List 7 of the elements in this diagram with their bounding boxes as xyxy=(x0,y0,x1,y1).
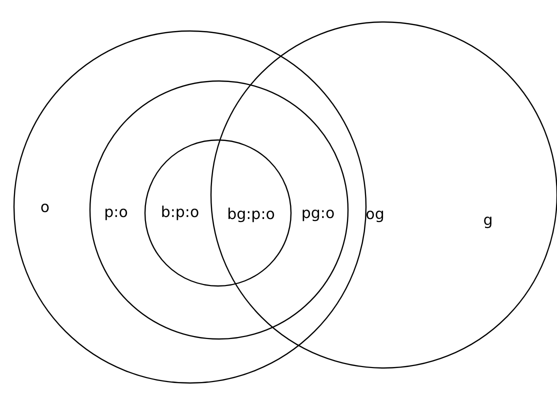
region-label: o xyxy=(40,198,50,216)
region-label: b:p:o xyxy=(160,203,200,221)
region-label: og xyxy=(366,205,384,223)
region-label: g xyxy=(483,211,493,229)
region-label: pg:o xyxy=(301,204,335,222)
region-label: p:o xyxy=(104,203,128,221)
region-label: bg:p:o xyxy=(227,205,275,223)
